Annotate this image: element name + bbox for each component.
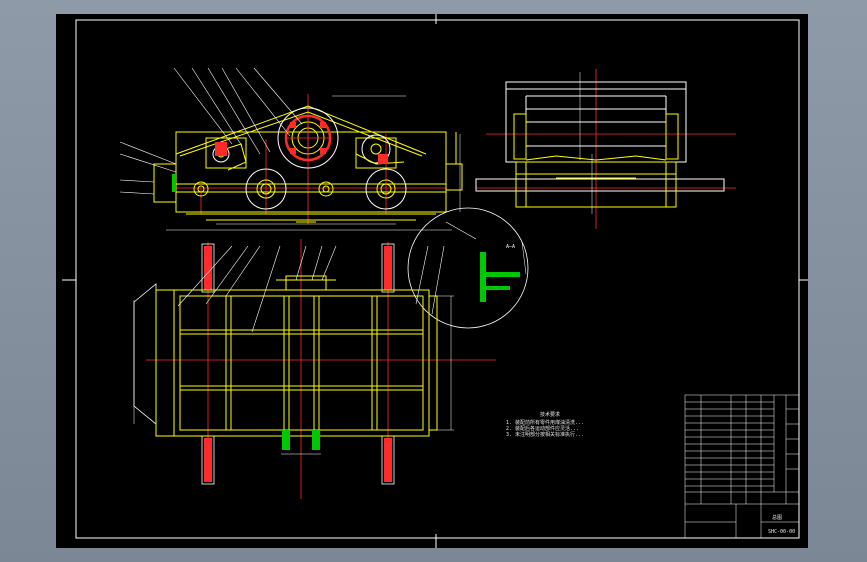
plan-view-shaft-outlines — [133, 243, 395, 485]
plan-view-dimensions — [133, 295, 454, 455]
green-lug-right — [312, 430, 320, 450]
central-hub — [277, 107, 339, 169]
red-bracket-right — [378, 154, 388, 164]
title-block-drawing-number: SHC-00-00 — [768, 529, 795, 535]
side-view-centerlines — [476, 69, 736, 229]
green-lug-left — [282, 430, 290, 450]
side-view-frame — [475, 81, 725, 192]
side-view-dimensions — [579, 72, 593, 214]
cad-drawing-viewport[interactable]: A—A — [56, 14, 808, 548]
technical-requirements: 技术要求 1. 装配前所有零件用煤油清洗... 2. 装配后各运动部件应灵活..… — [506, 411, 584, 438]
plan-view-frame — [155, 275, 438, 437]
side-view-outline — [513, 113, 679, 208]
title-block-title: 总图 — [772, 514, 782, 521]
green-marker — [172, 174, 176, 192]
front-view-dimensions — [166, 95, 461, 231]
tech-req-item: 2. 装配后各运动部件应灵活... — [506, 425, 579, 432]
detail-view: A—A — [407, 207, 529, 329]
title-block — [684, 394, 800, 539]
front-view-leaders — [119, 67, 477, 240]
front-view-outline — [153, 105, 463, 223]
tech-req-item: 1. 装配前所有零件用煤油清洗... — [506, 419, 584, 426]
plan-view-centerlines — [146, 239, 496, 499]
drawing-frame — [62, 14, 808, 548]
detail-section-label: A—A — [506, 244, 515, 250]
tech-req-heading: 技术要求 — [540, 411, 560, 418]
cad-drawing: A—A — [62, 14, 808, 548]
plan-view-leaders — [177, 245, 445, 333]
plan-view — [133, 239, 496, 499]
tech-req-item: 3. 未注明部分按相关标准执行... — [506, 431, 584, 438]
red-bracket-left — [215, 142, 227, 156]
plan-view-shafts — [204, 246, 392, 482]
side-view — [475, 69, 736, 229]
front-view — [119, 67, 477, 240]
